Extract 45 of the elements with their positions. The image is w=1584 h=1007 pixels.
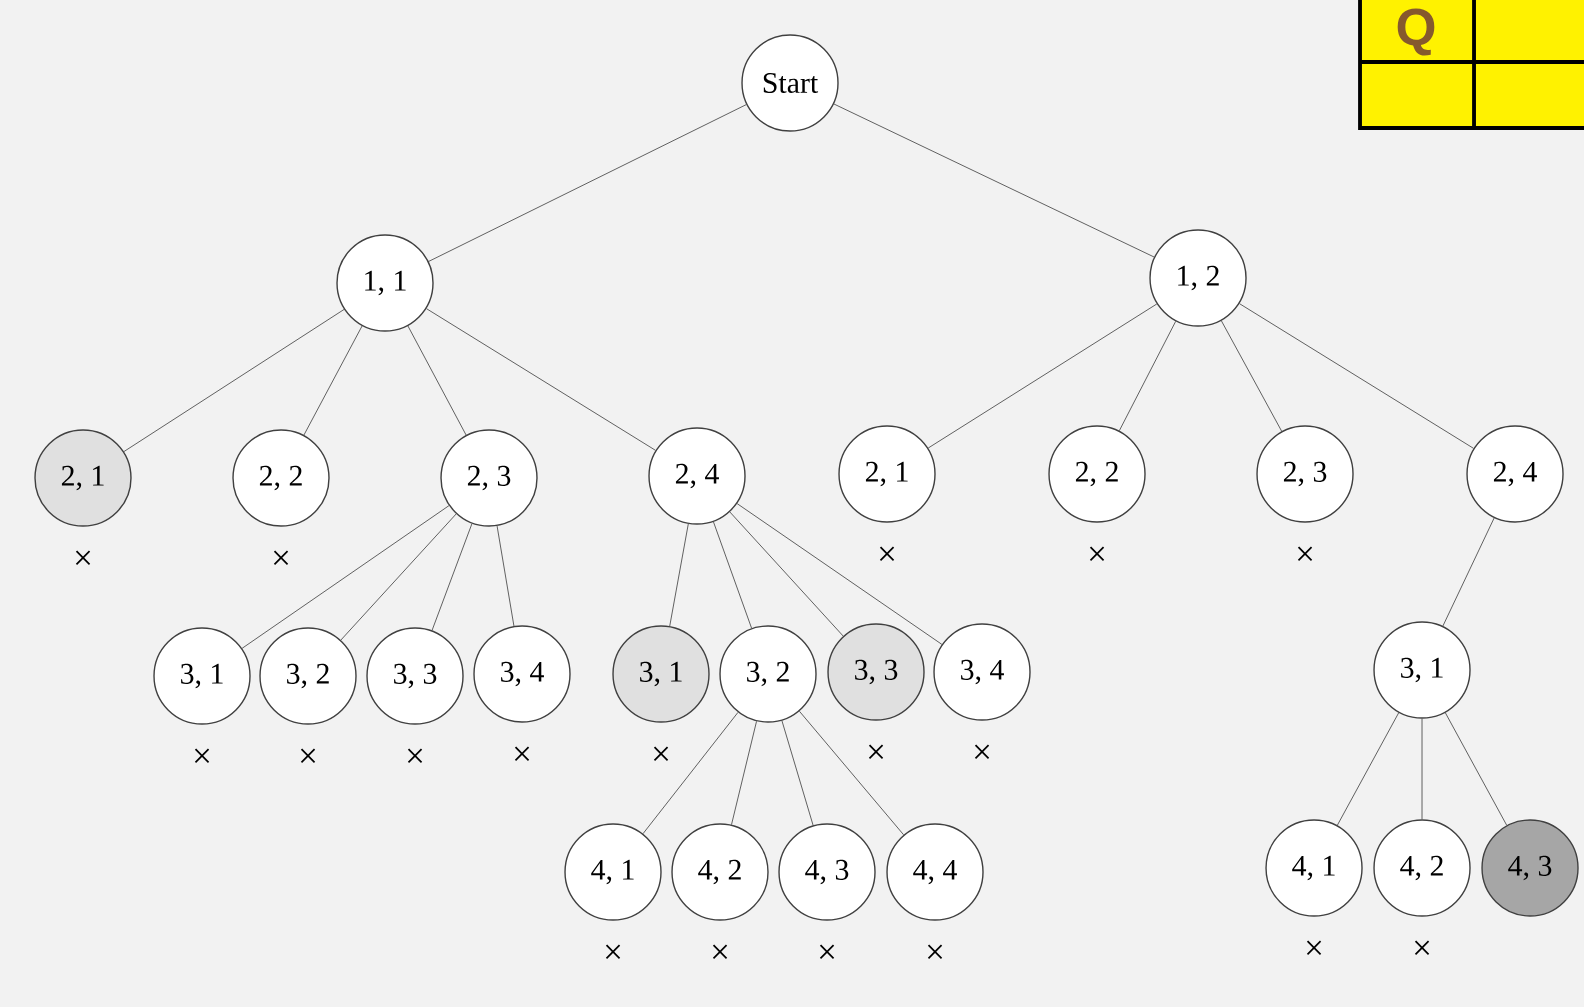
tree-edge [1444,712,1508,826]
cross-mark: × [879,546,895,561]
tree-edge [303,325,363,436]
tree-edge [340,513,457,641]
cross-mark: × [712,944,728,959]
letter-label: Q [1397,8,1435,56]
tree-edge [713,521,753,629]
tree-edge [1442,517,1495,627]
tree-edge [669,523,689,627]
tree-edge [1239,303,1475,449]
cross-mark: × [653,746,669,761]
cross-mark: × [927,944,943,959]
tree-edge [241,505,450,649]
tree-edge [407,325,467,436]
cross-mark: × [300,748,316,763]
tree-edge [123,308,345,453]
tree-edge [1118,320,1177,432]
cross-mark: × [1297,546,1313,561]
tree-edge [428,104,747,262]
tree-edge [781,720,814,826]
cross-mark: × [514,746,530,761]
cross-mark: × [605,944,621,959]
cross-mark: × [1306,940,1322,955]
cross-mark: × [819,944,835,959]
tree-edge [927,303,1158,449]
tree-edge [731,720,757,826]
cross-mark: × [407,748,423,763]
tree-edge [425,308,657,451]
cross-mark: × [194,748,210,763]
tree-edge [1220,320,1283,432]
cross-mark: × [1414,940,1430,955]
cross-mark: × [868,744,884,759]
tree-edge [431,523,473,631]
cross-mark: × [75,550,91,565]
tree-edge [642,711,739,835]
tree-edge [729,511,844,637]
cross-mark: × [273,550,289,565]
tree-edge [833,103,1155,258]
cross-mark: × [1089,546,1105,561]
tree-edge [736,503,943,645]
tree-edge [1421,718,1423,820]
tree-edge [798,710,905,836]
tree-edge [1336,712,1400,826]
tree-edge [496,525,515,627]
cross-mark: × [974,744,990,759]
